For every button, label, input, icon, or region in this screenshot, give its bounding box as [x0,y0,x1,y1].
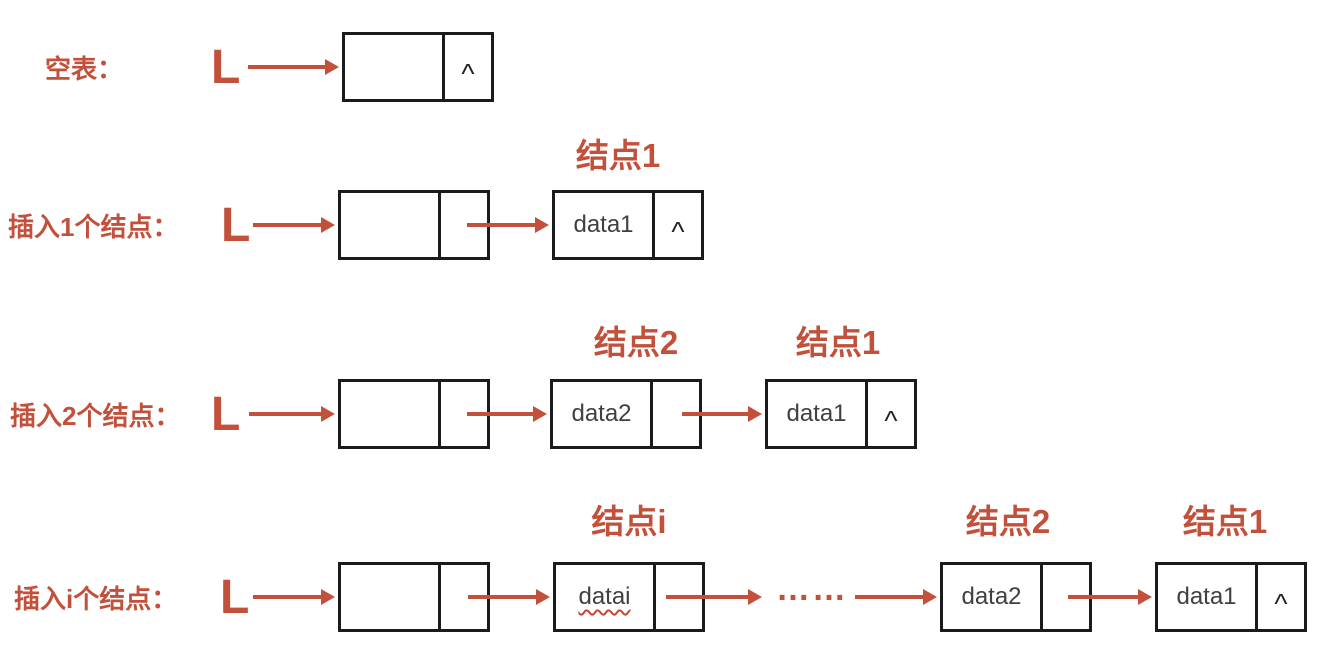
head-node-box [338,190,490,260]
node-box-node2: data2 [940,562,1092,632]
arrow-head-to-node2 [467,406,547,422]
node-title: 结点1 [795,324,881,361]
node-data-cell: datai [556,565,656,629]
node-data-cell: data1 [555,193,655,257]
node-data-cell: data1 [1158,565,1258,629]
arrow-head-to-node1 [467,217,549,233]
row-label: 插入2个结点： [10,400,181,431]
node-title: 结点2 [593,324,679,361]
head-node-box [338,379,490,449]
arrow-l-to-head [248,59,339,75]
node-box-node1: data1 ^ [765,379,917,449]
row-label: 插入1个结点： [8,211,179,242]
node-data-cell: data2 [553,382,653,446]
node-data-cell: data2 [943,565,1043,629]
arrow-nodei-to-ellipsis [666,589,762,605]
node-pointer-cell: ^ [655,193,701,257]
head-data-cell [345,35,445,99]
arrow-l-to-head [249,406,335,422]
node-title: 结点i [591,503,667,540]
node-pointer-cell: ^ [1258,565,1304,629]
head-node-box: ^ [342,32,494,102]
node-data-cell: data1 [768,382,868,446]
null-marker: ^ [461,58,475,89]
arrow-node2-to-node1 [682,406,762,422]
node-box-node1: data1 ^ [552,190,704,260]
list-pointer-label: L [221,198,251,252]
null-marker: ^ [671,216,685,247]
null-marker: ^ [1274,588,1288,619]
list-pointer-label: L [211,40,241,94]
node-data-text: datai [578,583,631,610]
ellipsis-dots: …… [776,570,848,608]
head-data-cell [341,193,441,257]
arrow-ellipsis-to-node2 [855,589,937,605]
row-label: 空表： [45,53,124,84]
node-box-node2: data2 [550,379,702,449]
row-label: 插入i个结点： [14,583,178,614]
head-data-cell [341,565,441,629]
node-title: 结点1 [575,137,661,174]
head-pointer-cell: ^ [445,35,491,99]
list-pointer-label: L [220,570,250,624]
arrow-head-to-nodei [468,589,550,605]
node-title: 结点1 [1182,503,1268,540]
null-marker: ^ [884,405,898,436]
head-node-box [338,562,490,632]
list-pointer-label: L [211,387,241,441]
arrow-l-to-head [253,589,335,605]
node-box-node1: data1 ^ [1155,562,1307,632]
node-pointer-cell: ^ [868,382,914,446]
node-title: 结点2 [965,503,1051,540]
head-data-cell [341,382,441,446]
arrow-node2-to-node1 [1068,589,1152,605]
arrow-l-to-head [253,217,335,233]
